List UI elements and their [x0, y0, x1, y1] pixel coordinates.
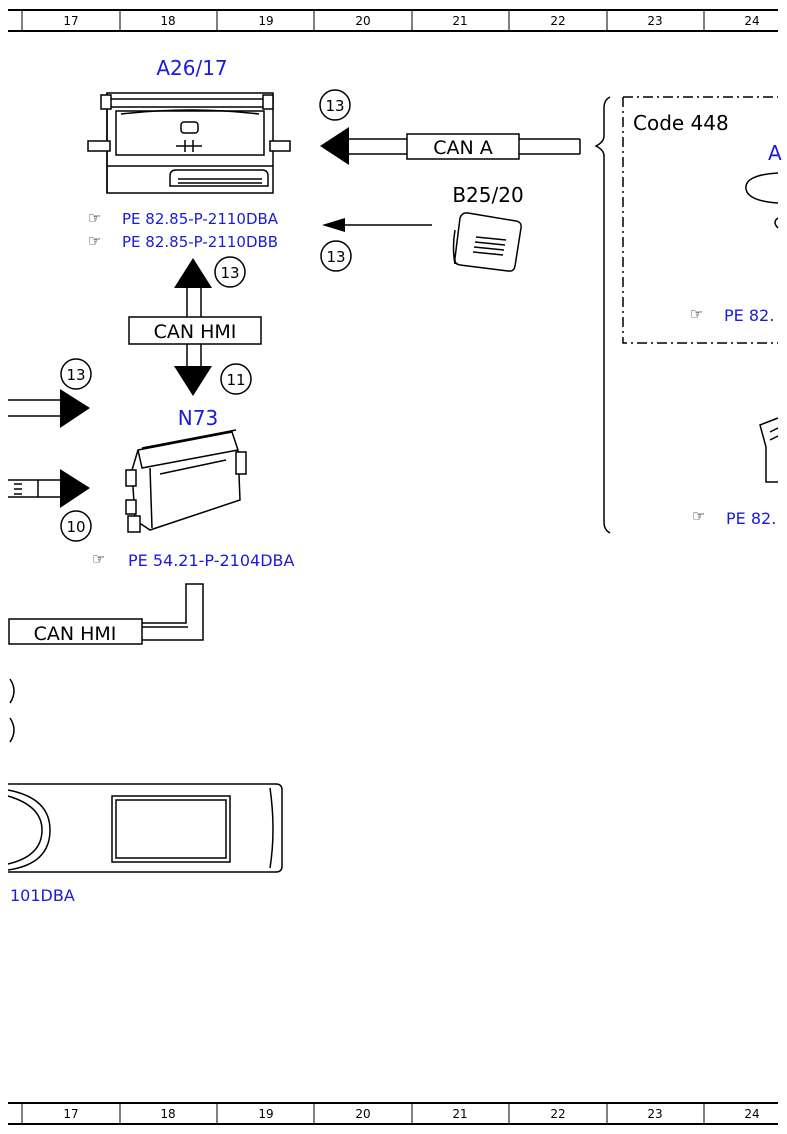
ruler-col-17-bottom: 17 — [63, 1107, 78, 1121]
ruler-col-23: 23 — [647, 14, 662, 28]
can-a-arrow — [320, 127, 581, 165]
ruler-col-19: 19 — [258, 14, 273, 28]
n73-module-drawing — [125, 429, 247, 533]
circle-13-hmi: 13 — [214, 256, 246, 288]
ref-link-82-right-upper[interactable]: ☞ PE 82. — [690, 305, 774, 325]
circle-13-left: 13 — [60, 358, 92, 390]
ruler-col-24: 24 — [744, 14, 759, 28]
left-arrow-upper — [8, 389, 90, 428]
can-hmi-vertical-arrow — [128, 258, 262, 396]
ruler-col-23-bottom: 23 — [647, 1107, 662, 1121]
display-unit-drawing — [7, 783, 283, 873]
ruler-col-20-bottom: 20 — [355, 1107, 370, 1121]
partial-component-drawing-lower — [759, 417, 779, 483]
a-partial-label: A — [768, 141, 782, 165]
hand-pointer-icon: ☞ — [92, 550, 105, 568]
partial-bracket-1 — [9, 678, 15, 704]
hand-pointer-icon: ☞ — [88, 209, 101, 227]
circle-10: 10 — [60, 510, 92, 542]
ruler-col-21-bottom: 21 — [452, 1107, 467, 1121]
ref-link-2104dba[interactable]: ☞ PE 54.21-P-2104DBA — [92, 550, 295, 570]
ruler-col-24-bottom: 24 — [744, 1107, 759, 1121]
ref-text-82-right-lower: PE 82. — [726, 509, 776, 528]
hand-pointer-icon: ☞ — [692, 507, 705, 525]
ruler-col-22-bottom: 22 — [550, 1107, 565, 1121]
b25-20-signal-arrow — [322, 218, 432, 232]
svg-text:10: 10 — [66, 518, 85, 536]
svg-text:13: 13 — [220, 264, 239, 282]
can-hmi-lower-elbow — [8, 583, 204, 645]
can-hmi-upper-label: CAN HMI — [154, 321, 237, 343]
can-hmi-lower-label: CAN HMI — [34, 623, 117, 645]
partial-bracket-2 — [9, 717, 15, 743]
ref-link-2110dbb[interactable]: ☞ PE 82.85-P-2110DBB — [88, 232, 278, 251]
ruler-col-19-bottom: 19 — [258, 1107, 273, 1121]
b25-20-label: B25/20 — [452, 183, 523, 207]
svg-text:13: 13 — [325, 97, 344, 115]
ref-text-2110dbb: PE 82.85-P-2110DBB — [122, 233, 278, 251]
top-ruler: 17 18 19 20 21 22 23 24 — [8, 9, 778, 32]
code-448-label: Code 448 — [633, 111, 729, 135]
ruler-col-17: 17 — [63, 14, 78, 28]
ruler-col-20: 20 — [355, 14, 370, 28]
hand-pointer-icon: ☞ — [88, 232, 101, 250]
ref-link-101dba[interactable]: 101DBA — [10, 886, 75, 905]
right-curly-bracket — [594, 96, 611, 534]
ruler-col-18-bottom: 18 — [160, 1107, 175, 1121]
bottom-ruler: 17 18 19 20 21 22 23 24 — [8, 1102, 778, 1125]
partial-component-drawing — [745, 172, 779, 204]
ref-link-2110dba[interactable]: ☞ PE 82.85-P-2110DBA — [88, 209, 279, 228]
hand-pointer-icon: ☞ — [690, 305, 703, 323]
ruler-col-22: 22 — [550, 14, 565, 28]
svg-text:11: 11 — [226, 371, 245, 389]
svg-text:13: 13 — [326, 248, 345, 266]
b25-20-sensor-drawing — [452, 212, 522, 272]
ref-text-101dba: 101DBA — [10, 886, 75, 905]
a26-17-module-drawing — [87, 92, 291, 194]
circle-13-top: 13 — [319, 89, 351, 121]
circle-11: 11 — [220, 363, 252, 395]
a26-17-label: A26/17 — [156, 56, 227, 80]
left-arrow-lower — [8, 469, 90, 508]
can-a-label: CAN A — [433, 137, 493, 159]
ref-link-82-right-lower[interactable]: ☞ PE 82. — [692, 507, 776, 528]
circle-13-b25: 13 — [320, 240, 352, 272]
ruler-col-21: 21 — [452, 14, 467, 28]
n73-label: N73 — [178, 406, 218, 430]
ruler-col-18: 18 — [160, 14, 175, 28]
code-448-dashed-box — [622, 96, 778, 344]
ref-text-82-right-upper: PE 82. — [724, 306, 774, 325]
svg-text:13: 13 — [66, 366, 85, 384]
ref-text-2110dba: PE 82.85-P-2110DBA — [122, 210, 279, 228]
ref-text-2104dba: PE 54.21-P-2104DBA — [128, 551, 295, 570]
